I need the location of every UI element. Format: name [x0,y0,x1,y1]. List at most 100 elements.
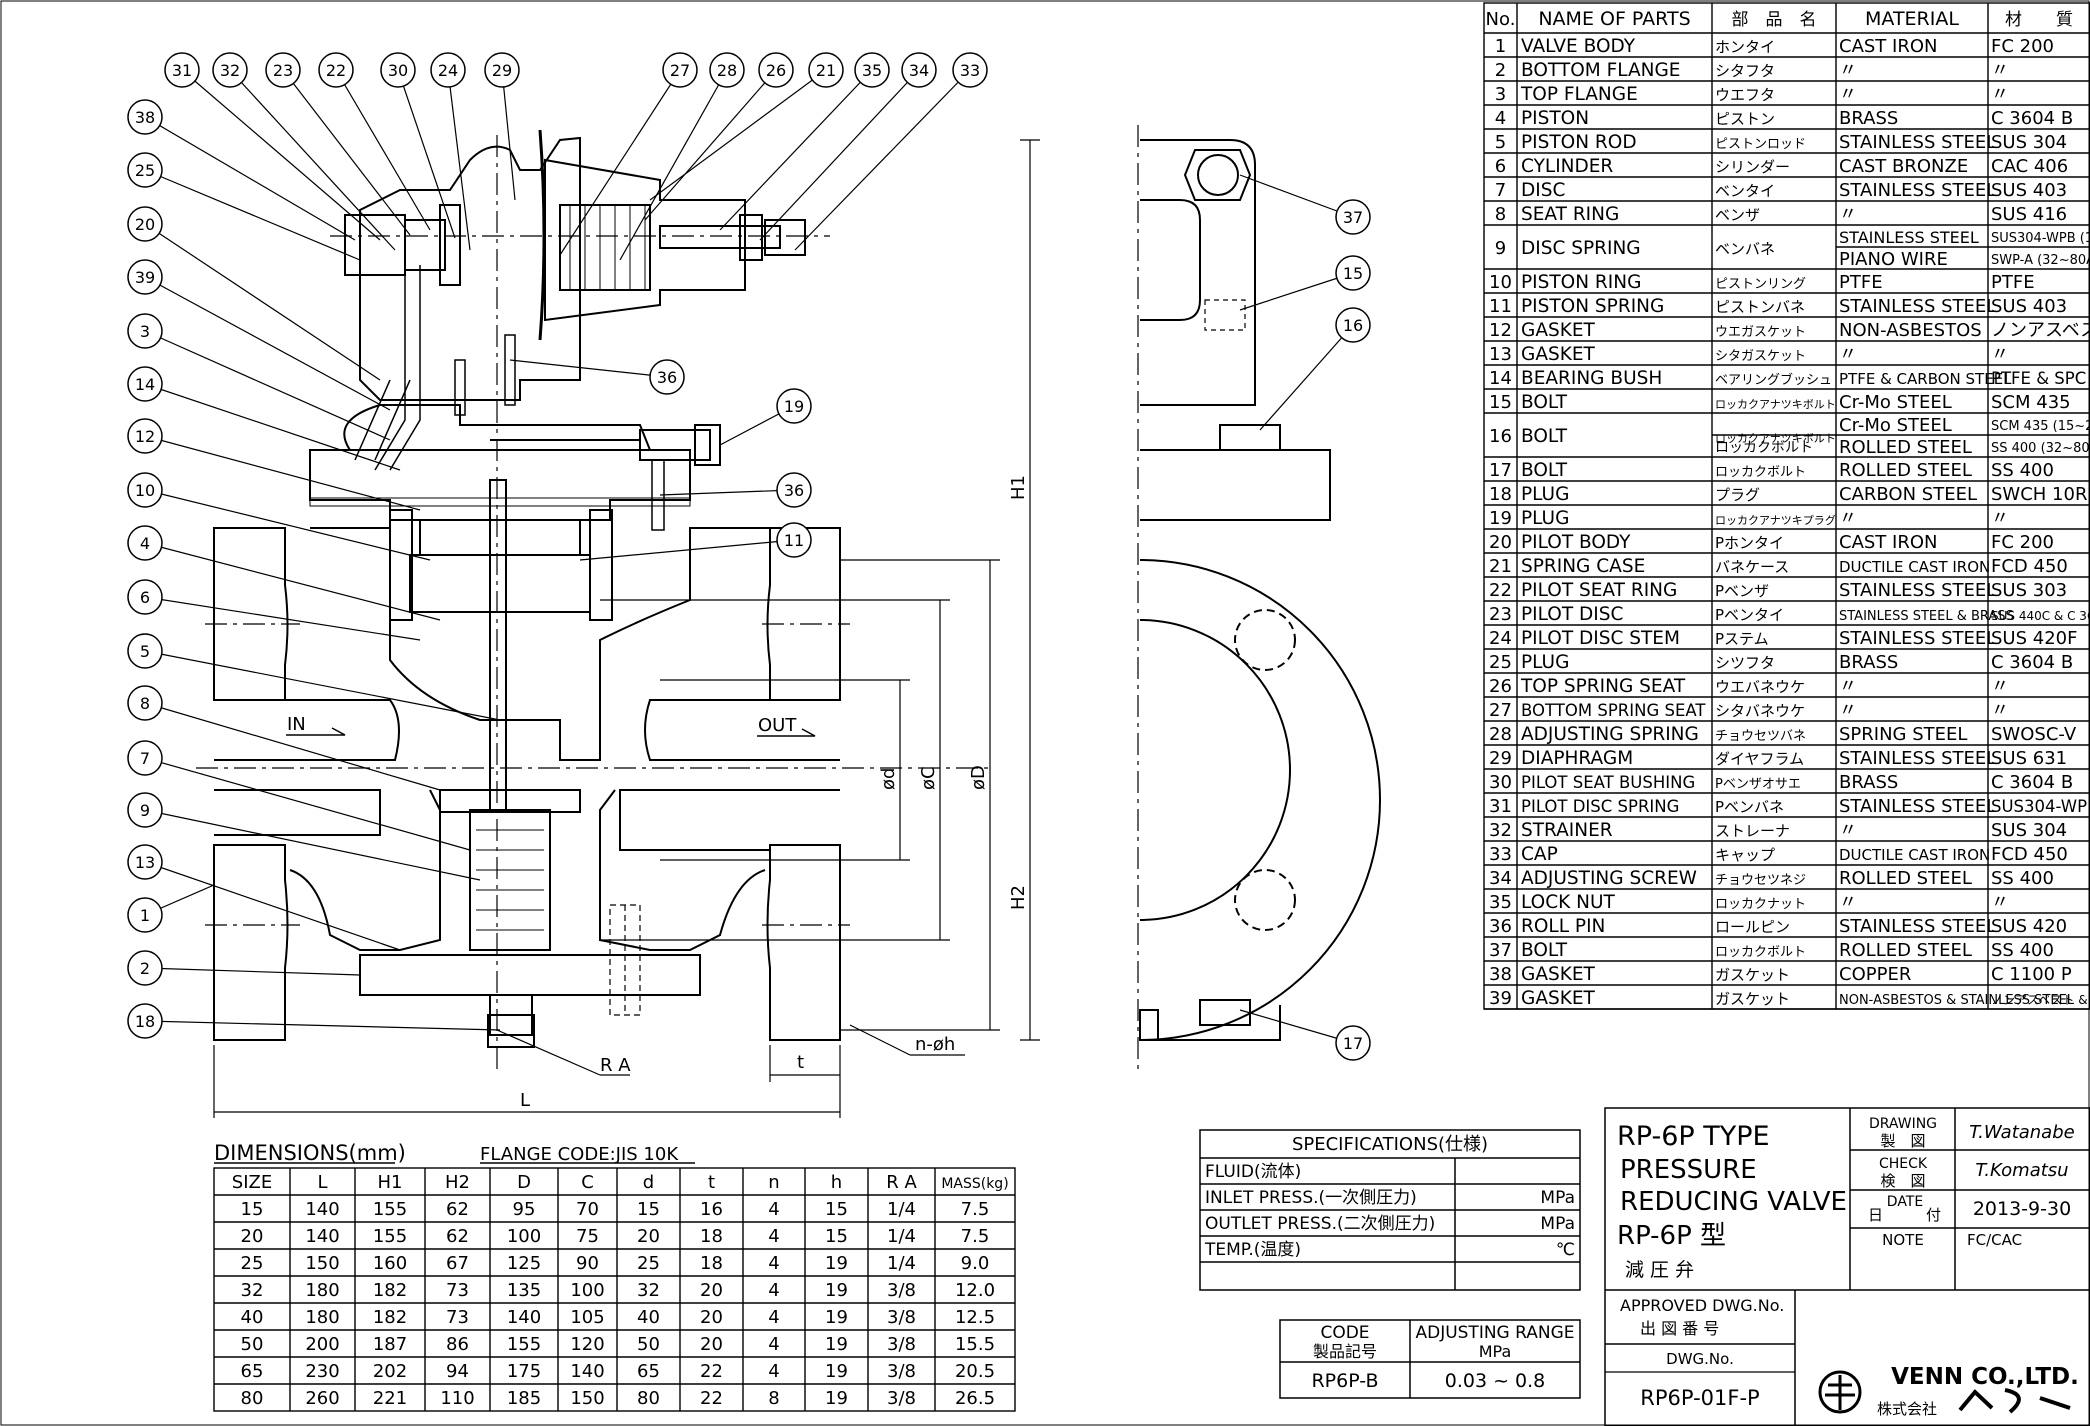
dim-cell: 19 [825,1307,848,1328]
callout-number: 21 [816,61,836,80]
part-material: ROLLED STEEL [1839,460,1972,481]
callout-balloon: 36 [659,472,812,508]
specifications-table [1199,1129,1581,1291]
part-spec: SWCH 10R [1991,484,2087,505]
callout-balloon: 25 [127,152,361,261]
part-material: CAST IRON [1839,36,1937,57]
side-pilot-inner [1140,199,1201,321]
dim-cell: 3/8 [887,1334,916,1355]
part-spec: SUS 403 [1991,180,2067,201]
callout-number: 6 [140,588,150,607]
company-jp: 株式会社 [1877,1400,1937,1418]
part-material: DUCTILE CAST IRON [1839,846,1990,864]
part-spec: SUS 420F [1991,628,2077,649]
cylinder-right [589,509,613,621]
callout-balloon: 14 [127,366,401,471]
part-no: 21 [1489,556,1512,577]
range-header-unit: MPa [1479,1342,1512,1361]
lock-nut [739,214,763,261]
part-jp: ロッカクボルト [1715,945,1806,960]
part-no: 12 [1489,320,1512,341]
part-material: 〃 [1839,700,1857,721]
title-line3: REDUCING VALVE [1620,1187,1847,1217]
part-material: DUCTILE CAST IRON [1839,558,1990,576]
title-line2: PRESSURE [1620,1155,1757,1185]
side-pilot [1140,139,1256,406]
part-jp: ホンタイ [1715,38,1775,56]
dim-cell: 105 [570,1307,604,1328]
callout-number: 39 [135,268,155,287]
pilot-disc [344,214,406,276]
part-no: 9 [1495,238,1506,259]
side-hidden-bolt-15 [1204,299,1246,331]
part-material: STAINLESS STEEL [1839,228,1979,247]
date-jp1: 日 [1868,1206,1883,1224]
dim-cell: 3/8 [887,1280,916,1301]
part-no: 23 [1489,604,1512,625]
dim-header: L [317,1172,327,1193]
part-jp: チョウセツバネ [1715,729,1806,744]
parts-header-name: NAME OF PARTS [1538,8,1690,30]
out-label: OUT [758,715,797,736]
part-name: PLUG [1521,508,1569,529]
note-label: NOTE [1882,1231,1924,1249]
part-material: 〃 [1839,892,1857,913]
part-jp: ウエフタ [1715,86,1775,104]
outlet-flange [766,527,841,1041]
callout-balloon: 9 [127,792,481,881]
spring-coils [569,205,646,290]
part-name: PILOT DISC SPRING [1521,797,1679,816]
part-no: 20 [1489,532,1512,553]
side-bottom [1140,1005,1281,1041]
pilot-body [359,136,581,401]
part-jp: プラグ [1715,486,1760,504]
callout-number: 4 [140,534,150,553]
part-jp: Pベンザオサエ [1715,777,1801,792]
dim-l: L [520,1090,530,1111]
dim-cell: 155 [373,1199,407,1220]
dim-cell: 40 [637,1307,660,1328]
part-spec: 〃 [1991,84,2009,105]
disc-spring [476,829,544,931]
callout-balloon: 26 [644,52,794,221]
part-name: LOCK NUT [1521,892,1616,913]
part-jp: ベンザ [1715,206,1760,224]
callout-balloon: 5 [127,633,501,721]
part-jp: シタフタ [1715,62,1775,80]
part-no: 14 [1489,368,1512,389]
part-name: CAP [1521,844,1558,865]
part-no: 31 [1489,796,1512,817]
part-spec: SUS 403 [1991,296,2067,317]
part-name: CYLINDER [1521,156,1613,177]
part-jp: ピストン [1715,110,1775,128]
drawing-by: T.Watanabe [1969,1122,2074,1143]
title-line4: RP-6P 型 [1617,1221,1726,1251]
dim-cell: 70 [576,1199,599,1220]
centerlines [196,135,990,1070]
callout-balloon: 15 [1239,255,1371,311]
part-jp: ロールピン [1715,918,1790,936]
part-name: PLUG [1521,484,1569,505]
part-name: BOTTOM SPRING SEAT [1521,701,1706,720]
callout-balloon: 35 [719,52,890,231]
dim-cell: 120 [570,1334,604,1355]
part-no: 7 [1495,180,1506,201]
part-material: COPPER [1839,964,1911,985]
gasket-12 [309,497,691,507]
part-material-2: PIANO WIRE [1839,249,1948,270]
dim-cell: 20.5 [955,1361,995,1382]
